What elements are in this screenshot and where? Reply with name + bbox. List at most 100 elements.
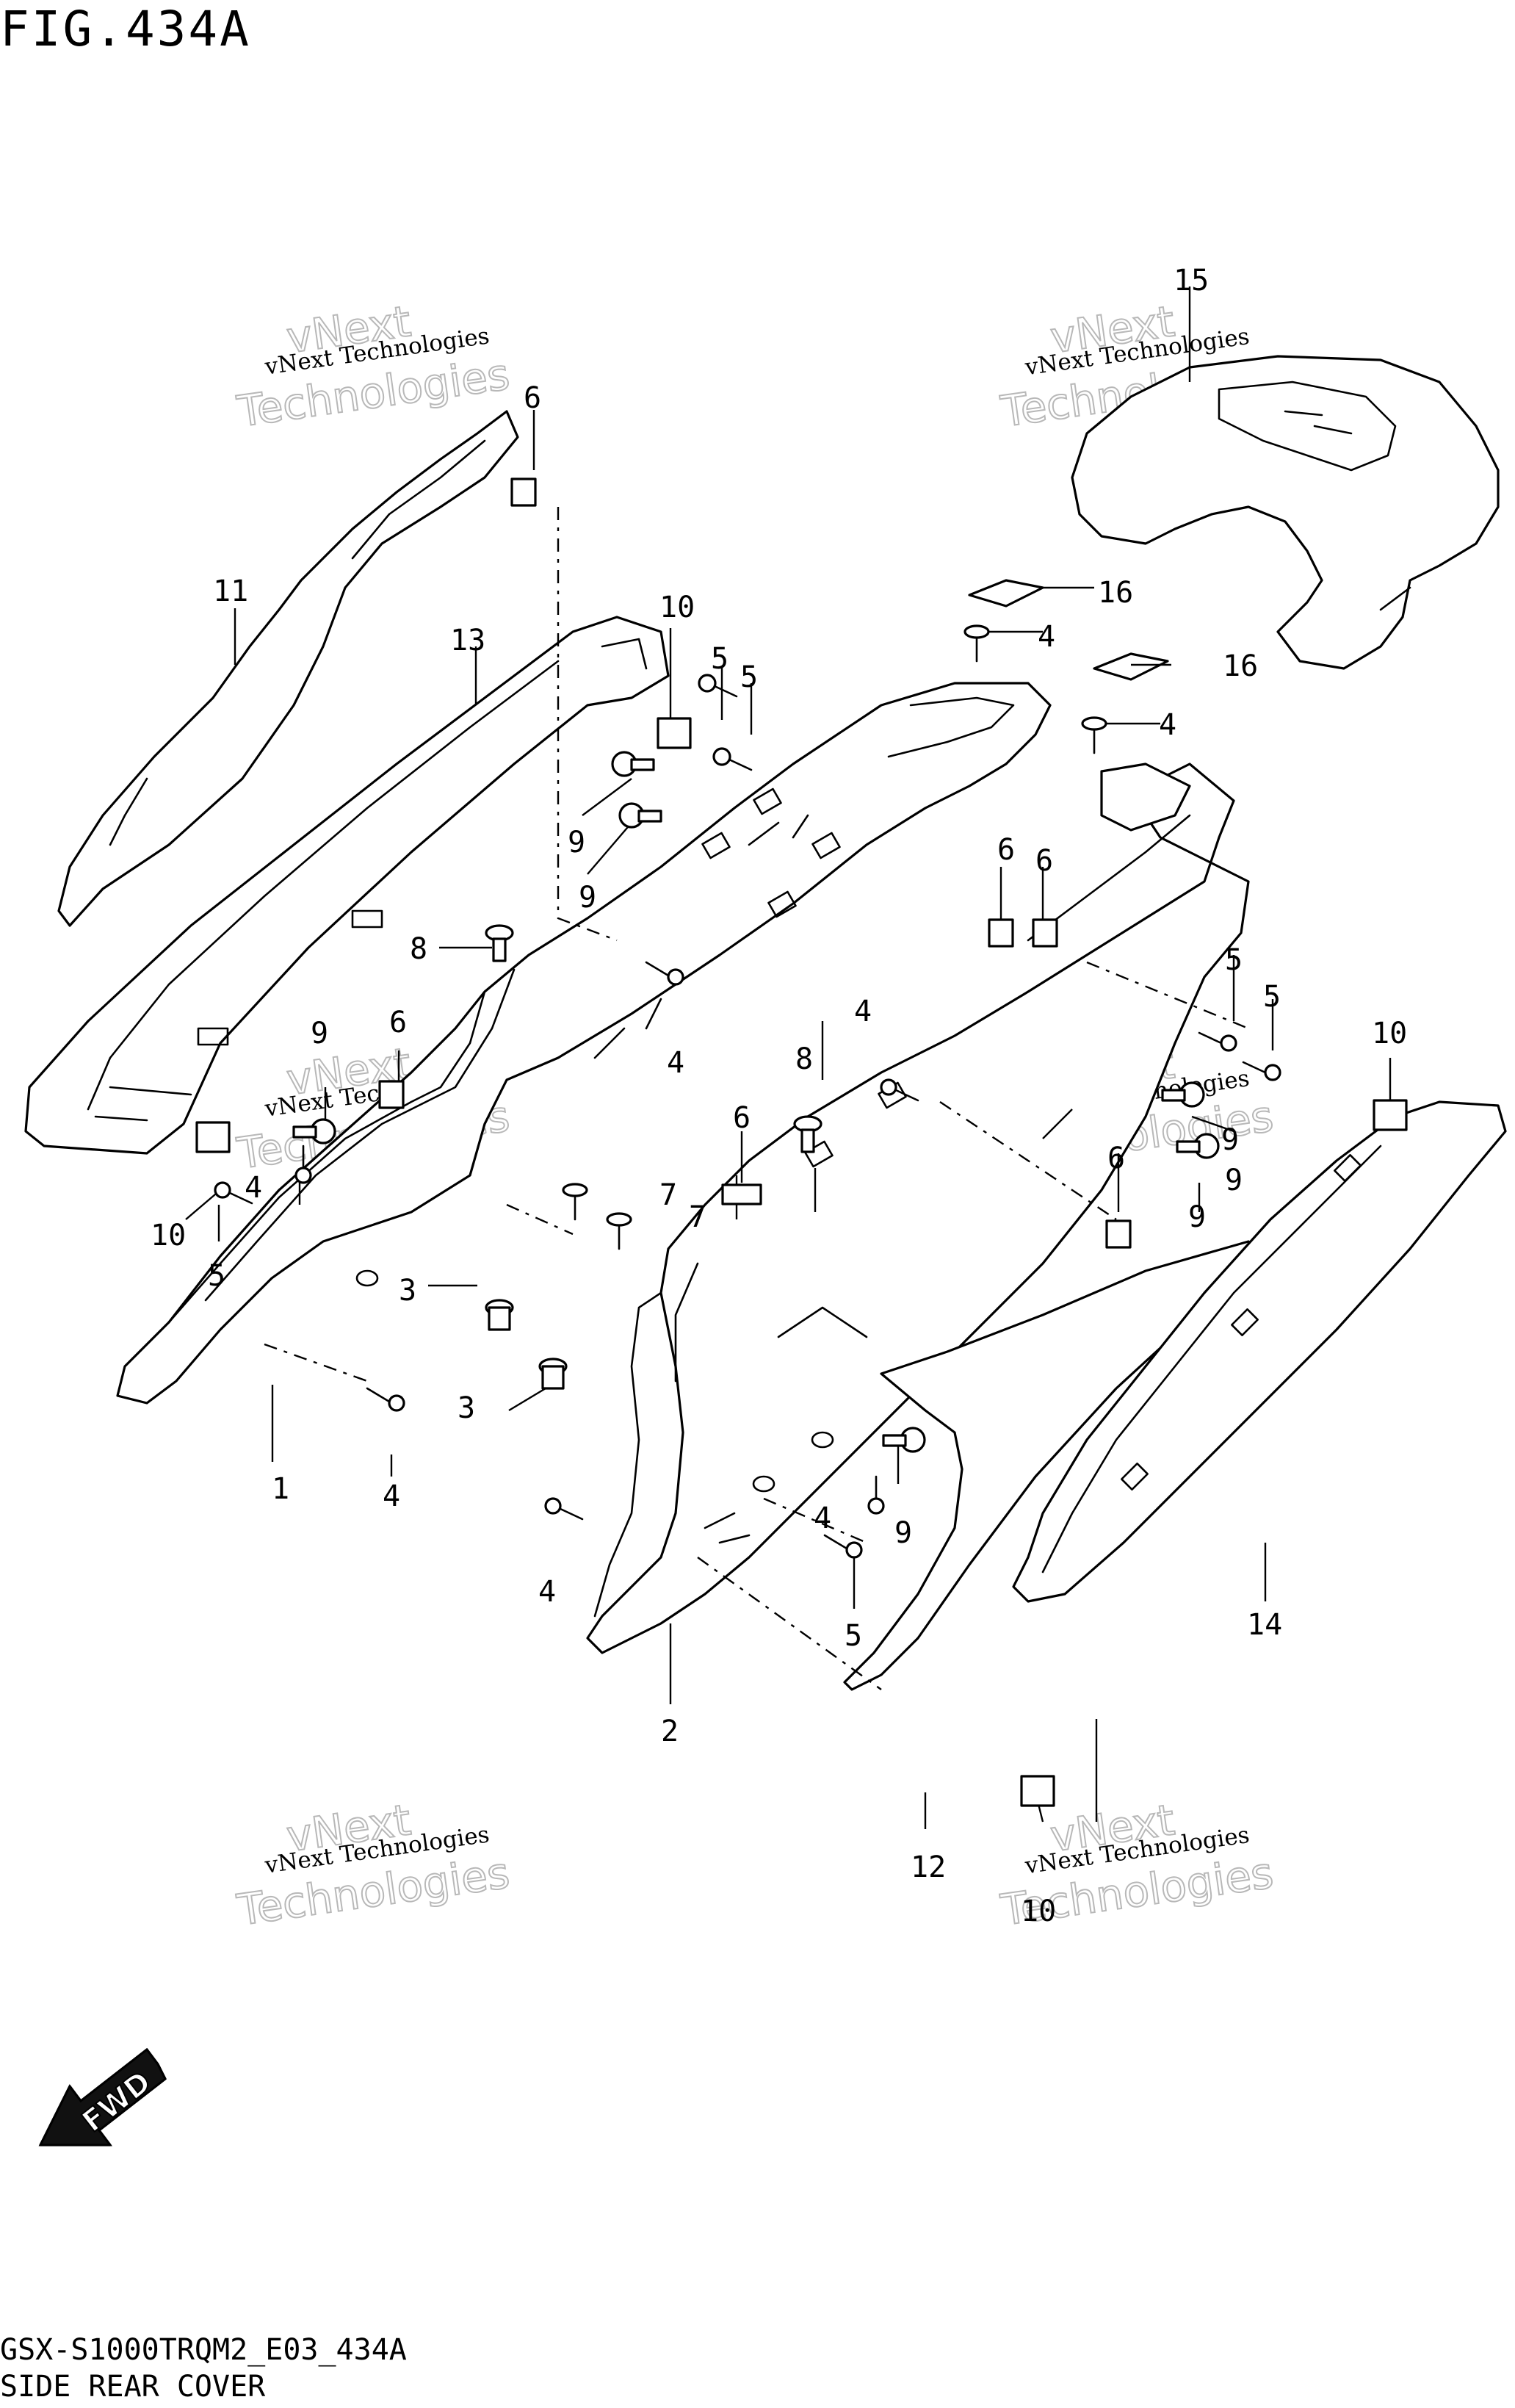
- callout-3: 3: [458, 1391, 475, 1425]
- model-code: GSX-S1000TRQM2_E03_434A: [0, 2333, 407, 2367]
- callout-9: 9: [311, 1017, 328, 1050]
- watermark-bottom-right: vNext Technologies vNext Technologies: [997, 1794, 1277, 1936]
- part-16-tape-lower[interactable]: [1093, 652, 1169, 681]
- callout-4: 4: [245, 1171, 262, 1205]
- nut-clip-icon: [378, 1080, 405, 1109]
- callout-11: 11: [213, 574, 248, 608]
- nut-clip-icon: [721, 1183, 762, 1205]
- callout-14: 14: [1247, 1608, 1282, 1642]
- callout-10: 10: [151, 1219, 186, 1252]
- bolt-icon: [611, 751, 655, 777]
- push-rivet-icon: [793, 1115, 822, 1153]
- callout-4: 4: [667, 1046, 684, 1080]
- nut-clip-icon: [510, 477, 537, 507]
- screw-icon: [294, 1144, 312, 1184]
- callout-8: 8: [795, 1042, 813, 1076]
- screw-icon: [1242, 1061, 1281, 1081]
- clip-icon: [657, 717, 692, 749]
- fwd-arrow-icon: FWD: [38, 2047, 167, 2146]
- screw-icon: [712, 747, 753, 771]
- watermark-top-left: vNext Technologies vNext Technologies: [234, 295, 513, 437]
- screw-icon: [366, 1387, 405, 1412]
- callout-5: 5: [208, 1259, 225, 1293]
- grommet-icon: [485, 1299, 514, 1331]
- figure-title: FIG.434A: [0, 1, 251, 57]
- rear-mount-bracket[interactable]: [1100, 763, 1191, 832]
- part-15-rear-top-cover[interactable]: [1071, 355, 1500, 670]
- callout-9: 9: [1188, 1200, 1206, 1234]
- part-13-center-bracket-bar[interactable]: [24, 616, 670, 1155]
- bolt-icon: [618, 802, 662, 829]
- nut-clip-icon: [1032, 918, 1058, 948]
- fasteners: [195, 477, 1408, 1807]
- bolt-icon: [1161, 1081, 1205, 1108]
- section-name: SIDE REAR COVER: [0, 2370, 266, 2404]
- screw-icon: [606, 1212, 632, 1250]
- callout-9: 9: [579, 881, 596, 915]
- screw-icon: [1198, 1031, 1237, 1052]
- part-14-rear-side-cover[interactable]: [1012, 1100, 1507, 1603]
- part-11-left-upper-cover[interactable]: [57, 410, 519, 927]
- callout-4: 4: [538, 1575, 556, 1609]
- part-12-right-side-cover[interactable]: [843, 1240, 1261, 1691]
- callout-7: 7: [659, 1178, 677, 1212]
- screw-icon: [963, 624, 990, 663]
- screw-icon: [867, 1475, 885, 1515]
- callout-10: 10: [1021, 1895, 1056, 1928]
- callout-16: 16: [1223, 649, 1258, 683]
- callout-4: 4: [854, 995, 872, 1028]
- part-16-tape-upper[interactable]: [968, 579, 1044, 608]
- bolt-icon: [1176, 1133, 1220, 1159]
- callout-9: 9: [1225, 1164, 1243, 1197]
- callout-5: 5: [845, 1619, 862, 1653]
- screw-icon: [544, 1497, 584, 1521]
- callout-6: 6: [1035, 844, 1053, 878]
- callout-9: 9: [568, 826, 585, 859]
- callout-6: 6: [997, 833, 1015, 867]
- callout-13: 13: [450, 624, 485, 657]
- callout-9: 9: [894, 1516, 912, 1550]
- clip-icon: [1020, 1775, 1055, 1807]
- push-rivet-icon: [485, 924, 514, 962]
- callout-7: 7: [689, 1200, 706, 1234]
- callout-2: 2: [661, 1715, 679, 1748]
- screw-icon: [562, 1183, 588, 1221]
- part-2-right-frame-cover[interactable]: [586, 763, 1250, 1654]
- callout-5: 5: [1263, 980, 1281, 1014]
- clip-icon: [1373, 1099, 1408, 1131]
- dashed-guide-lines: [264, 507, 1249, 1690]
- callout-10: 10: [1372, 1017, 1407, 1050]
- screw-icon: [880, 1078, 919, 1102]
- callout-12: 12: [911, 1850, 946, 1884]
- watermark-bottom-left: vNext Technologies vNext Technologies: [234, 1794, 513, 1936]
- bolt-icon: [882, 1427, 926, 1453]
- nut-clip-icon: [1105, 1219, 1132, 1249]
- callout-4: 4: [814, 1502, 831, 1535]
- callout-10: 10: [659, 591, 695, 624]
- screw-icon: [698, 674, 738, 698]
- callout-5: 5: [1225, 943, 1243, 977]
- callout-4: 4: [1159, 708, 1176, 742]
- clip-icon: [195, 1121, 231, 1153]
- callout-16: 16: [1098, 576, 1133, 610]
- callout-8: 8: [410, 932, 427, 966]
- callout-1: 1: [272, 1472, 289, 1506]
- bolt-icon: [292, 1118, 336, 1144]
- callout-4: 4: [383, 1479, 400, 1513]
- screw-icon: [1081, 716, 1107, 754]
- callout-6: 6: [524, 381, 541, 415]
- callout-4: 4: [1038, 620, 1055, 654]
- callout-6: 6: [389, 1006, 407, 1039]
- callout-3: 3: [399, 1274, 416, 1308]
- callout-5: 5: [740, 660, 758, 694]
- screw-icon: [645, 961, 684, 986]
- callout-labels: 1 2 3 3 4 4 4 4 4 4 4 4 5 5 5 5 5 5 6 6 …: [151, 264, 1407, 1928]
- callout-15: 15: [1174, 264, 1209, 298]
- screw-icon: [823, 1534, 863, 1559]
- callout-6: 6: [1107, 1142, 1125, 1175]
- part-1-left-frame-cover[interactable]: [116, 682, 1052, 1405]
- callout-5: 5: [711, 642, 728, 676]
- screw-icon: [214, 1181, 253, 1205]
